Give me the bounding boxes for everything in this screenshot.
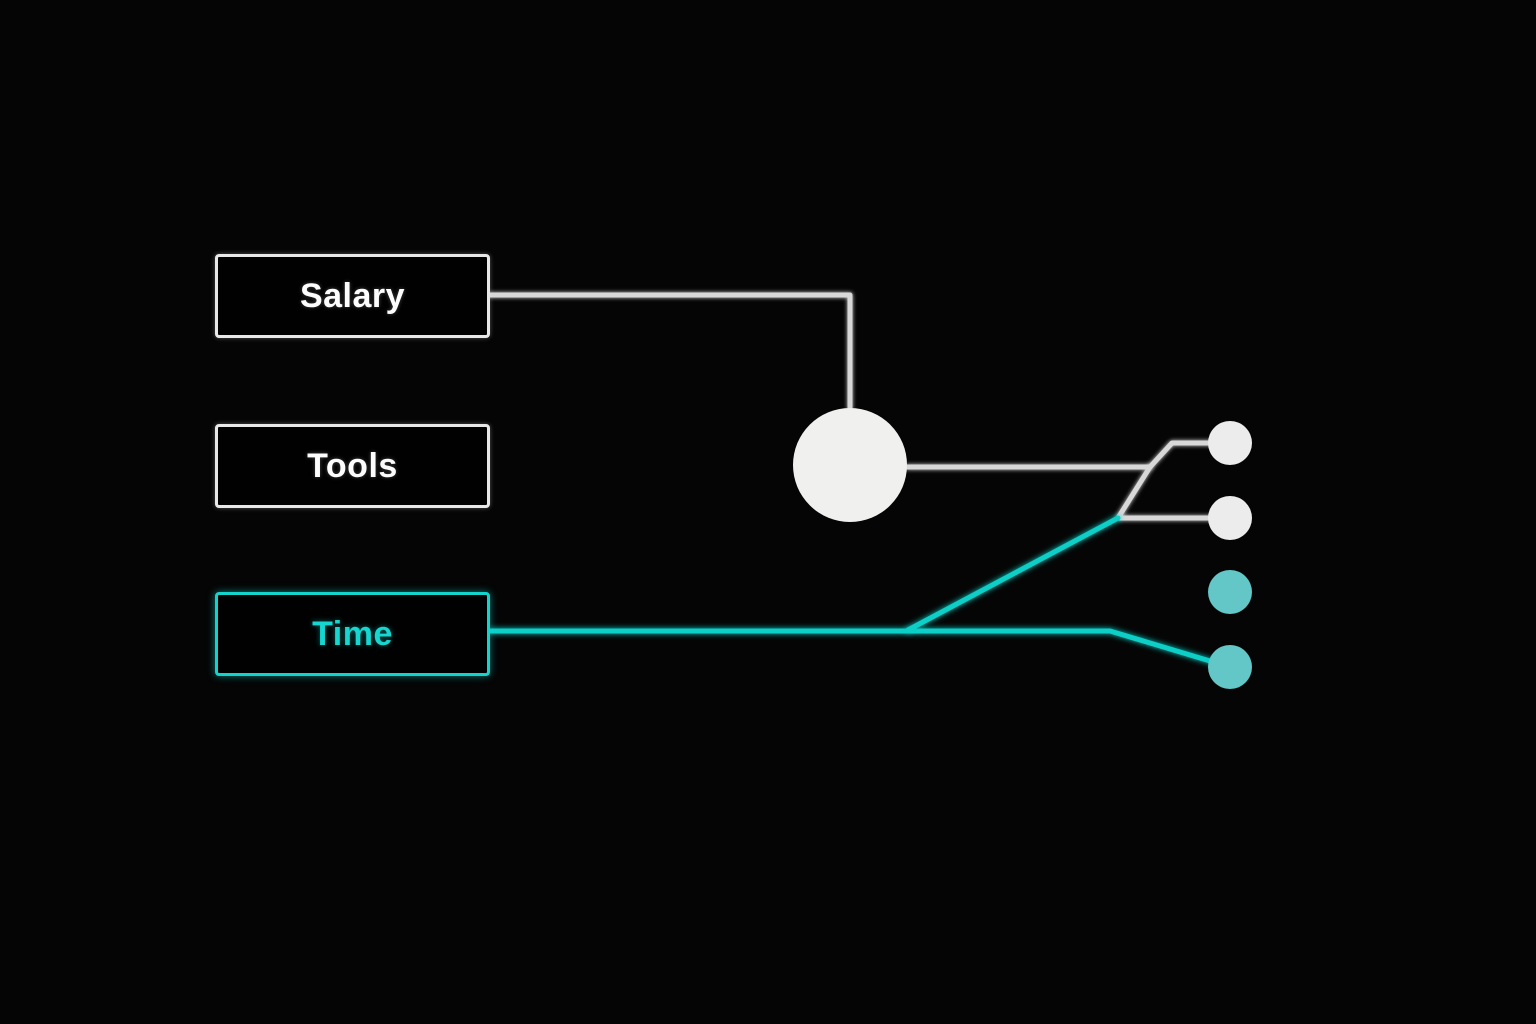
- input-node-salary-label: Salary: [299, 277, 406, 315]
- wire-salary-to-hub: [487, 292, 853, 411]
- input-node-tools-label: Tools: [307, 447, 398, 485]
- input-node-salary[interactable]: Salary: [215, 254, 490, 338]
- wire-time-main-bus: [487, 628, 1233, 670]
- output-node-4[interactable]: [1208, 645, 1252, 689]
- input-node-tools[interactable]: Tools: [215, 424, 490, 508]
- output-node-3[interactable]: [1208, 570, 1252, 614]
- input-node-time-label: Time: [312, 615, 393, 653]
- wire-hub-to-out-1: [904, 440, 1233, 470]
- output-node-2[interactable]: [1208, 496, 1252, 540]
- wire-time-diagonal-riser: [905, 515, 1121, 633]
- input-node-time[interactable]: Time: [215, 592, 490, 676]
- hub-node[interactable]: [793, 408, 907, 522]
- output-node-1[interactable]: [1208, 421, 1252, 465]
